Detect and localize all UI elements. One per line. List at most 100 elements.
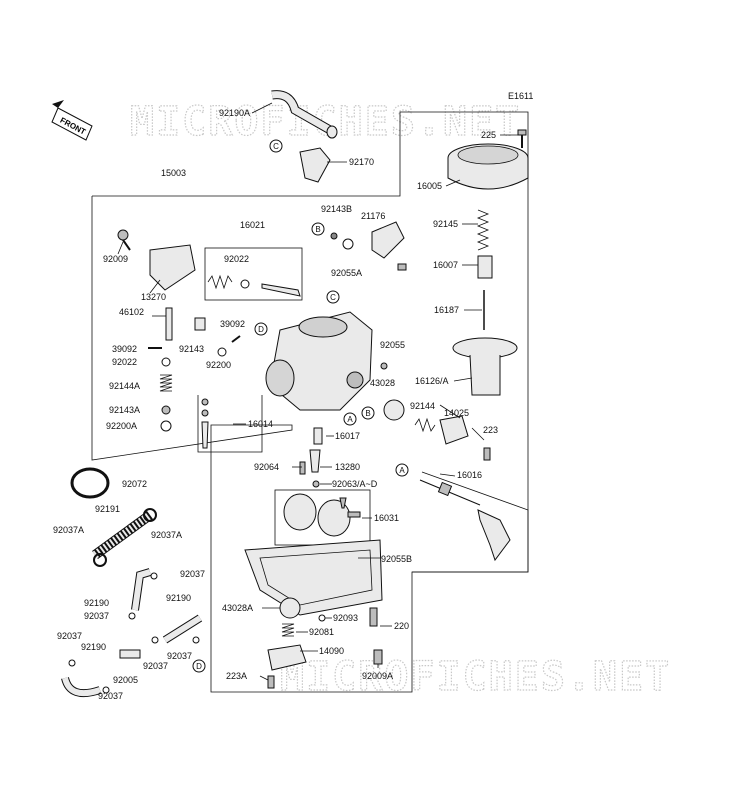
carburetor-body — [265, 311, 373, 411]
diaphragm-43028 — [383, 399, 405, 421]
callout-c2: C — [330, 293, 336, 302]
screw-21176 — [397, 263, 407, 271]
screw-223a — [267, 675, 275, 689]
label-13270: 13270 — [141, 292, 166, 302]
label-92145: 92145 — [433, 219, 458, 229]
label-92143a: 92143A — [109, 405, 140, 415]
label-92072: 92072 — [122, 479, 147, 489]
label-92200: 92200 — [206, 360, 231, 370]
label-92190-c: 92190 — [81, 642, 106, 652]
callout-c1: C — [273, 142, 279, 151]
label-16126a: 16126/A — [415, 376, 449, 386]
figure-code: E1611 — [508, 91, 533, 101]
label-92190-a: 92190 — [166, 593, 191, 603]
label-39092-b: 39092 — [112, 344, 137, 354]
throttle-bracket-13270 — [117, 229, 196, 291]
label-92081: 92081 — [309, 627, 334, 637]
label-92009a: 92009A — [362, 671, 393, 681]
label-92037-b: 92037 — [84, 611, 109, 621]
jet-stack-16014 — [201, 398, 209, 449]
jet-13280 — [309, 449, 321, 473]
label-92009: 92009 — [103, 254, 128, 264]
callout-circle-d2 — [192, 659, 206, 673]
label-92037a-1: 92037A — [53, 525, 84, 535]
choke-plunger-16016 — [419, 479, 511, 562]
callout-a1: A — [347, 415, 353, 424]
label-223a: 223A — [226, 671, 247, 681]
label-92022: 92022 — [224, 254, 249, 264]
choke-lever-21176 — [371, 221, 405, 259]
spring-92145 — [476, 209, 490, 251]
oring-92200 — [217, 347, 227, 357]
cap-92143 — [194, 317, 206, 331]
washer-92063 — [312, 480, 320, 488]
callout-circle-b2 — [361, 406, 375, 420]
label-220: 220 — [394, 621, 409, 631]
hose-92190-set — [61, 568, 203, 697]
label-13280: 13280 — [335, 462, 360, 472]
label-16016: 16016 — [457, 470, 482, 480]
label-92037-f: 92037 — [98, 691, 123, 701]
label-92055b: 92055B — [381, 554, 412, 564]
spring-46102 — [165, 307, 173, 341]
diaphragm-43028a — [279, 597, 301, 619]
label-16014: 16014 — [248, 419, 273, 429]
label-92191: 92191 — [95, 504, 120, 514]
diaphragm-16126a — [452, 337, 518, 396]
callout-d1: D — [258, 325, 264, 334]
label-46102: 46102 — [119, 307, 144, 317]
callout-circle-d1 — [254, 322, 268, 336]
label-16007: 16007 — [433, 260, 458, 270]
hose-92190a — [271, 90, 338, 139]
label-92055a: 92055A — [331, 268, 362, 278]
top-cover-16005 — [447, 143, 529, 190]
label-15003: 15003 — [161, 168, 186, 178]
clip-92170 — [299, 147, 331, 183]
jet-16017 — [313, 427, 323, 445]
label-223: 223 — [483, 425, 498, 435]
callout-b2: B — [365, 409, 370, 418]
oring-92200a — [160, 420, 172, 432]
label-16005: 16005 — [417, 181, 442, 191]
label-92170: 92170 — [349, 157, 374, 167]
label-21176: 21176 — [361, 211, 385, 221]
watermark-top: MICROFICHES.NET — [130, 99, 521, 145]
callout-circle-a2 — [395, 463, 409, 477]
spring-92144a — [159, 374, 173, 392]
label-92005: 92005 — [113, 675, 138, 685]
label-92037-e: 92037 — [143, 661, 168, 671]
washer-92143a — [161, 405, 171, 415]
label-92037-d: 92037 — [167, 651, 192, 661]
label-14090: 14090 — [319, 646, 344, 656]
label-92190-b: 92190 — [84, 598, 109, 608]
air-cut-14025 — [414, 415, 491, 461]
float-16031 — [283, 493, 361, 537]
label-43028a: 43028A — [222, 603, 253, 613]
label-92037-c: 92037 — [57, 631, 82, 641]
label-92143b: 92143B — [321, 204, 352, 214]
label-92037a-2: 92037A — [151, 530, 182, 540]
label-43028: 43028 — [370, 378, 395, 388]
label-92190a: 92190A — [219, 108, 250, 118]
needle-subbox — [204, 247, 303, 301]
cover-14090 — [267, 644, 307, 671]
front-arrow-icon: FRONT — [51, 100, 93, 141]
assembly-outline — [91, 111, 529, 693]
oring-92055a — [342, 238, 354, 250]
label-16017: 16017 — [335, 431, 360, 441]
label-16031: 16031 — [374, 513, 399, 523]
watermark-bottom: MICROFICHES.NET — [280, 654, 671, 700]
part-labels: 92190A 92170 225 16005 15003 16021 92143… — [53, 108, 498, 701]
label-225: 225 — [481, 130, 496, 140]
label-16187: 16187 — [434, 305, 459, 315]
label-92144: 92144 — [410, 401, 435, 411]
label-92055: 92055 — [380, 340, 405, 350]
label-92200a: 92200A — [106, 421, 137, 431]
callout-circle-c1 — [269, 139, 283, 153]
screw-39092 — [231, 335, 241, 343]
needle-assembly-16021 — [207, 274, 301, 297]
label-92143: 92143 — [179, 344, 204, 354]
callout-circle-c2 — [326, 290, 340, 304]
screw-225 — [517, 129, 527, 148]
